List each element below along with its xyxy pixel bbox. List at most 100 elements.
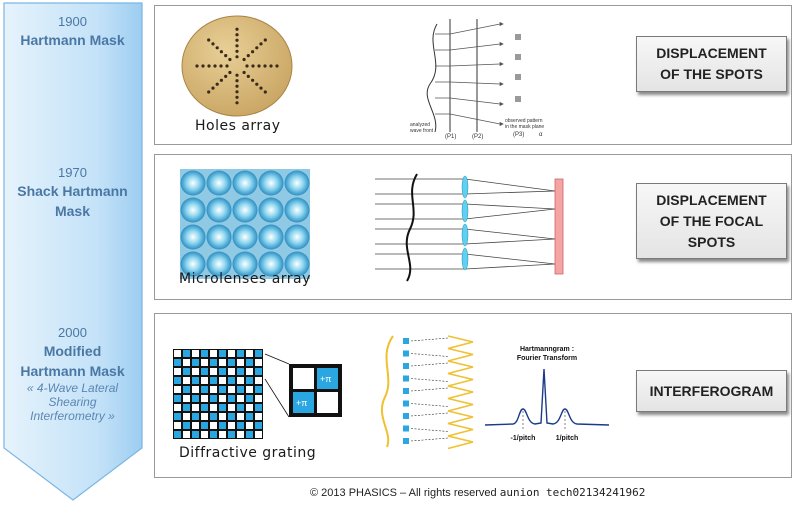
mask-hole (219, 50, 223, 54)
mask-hole (224, 74, 228, 78)
grating-cell (201, 368, 208, 375)
tick-label-right: 1/pitch (556, 435, 579, 442)
watermark-text: aunion tech02134241962 (499, 486, 646, 499)
mask-hole (225, 64, 229, 68)
mask-hole (215, 82, 219, 86)
diffracted-ray (410, 337, 449, 342)
grating-cell (237, 395, 244, 402)
grating-sample (403, 338, 409, 344)
grating-cell (210, 431, 217, 438)
grating-cell (210, 422, 217, 429)
mask-hole (228, 70, 232, 75)
grating-cell (192, 359, 199, 366)
wavefront-label: analyzed (410, 122, 430, 128)
grating-cell (201, 359, 208, 366)
microlens (232, 224, 258, 250)
era-name: Modified (43, 343, 102, 359)
mask-hole (245, 64, 249, 68)
mask-hole (251, 64, 255, 68)
grating-caption: Diffractive grating (179, 445, 317, 461)
light-ray (435, 97, 501, 105)
grating-cell (201, 404, 208, 411)
diffracted-ray (410, 362, 449, 367)
mask-hole (246, 54, 250, 58)
mask-hole (211, 86, 215, 90)
light-ray (435, 63, 501, 67)
grating-cell (183, 422, 190, 429)
mask-hole (211, 42, 215, 46)
grating-cell (192, 350, 199, 357)
grating-cell (219, 377, 226, 384)
grating-cell (192, 368, 199, 375)
diffracted-ray (410, 378, 449, 382)
grating-cell (183, 359, 190, 366)
interferometer-ray-diagram (380, 335, 474, 450)
grating-cell (201, 377, 208, 384)
microlens (232, 170, 258, 196)
mask-hole (263, 64, 267, 68)
lens (461, 175, 469, 199)
phase-label: +π (320, 374, 331, 384)
microlens (180, 251, 206, 277)
grating-cell (201, 431, 208, 438)
grating-cell (183, 404, 190, 411)
grating-cell (228, 422, 235, 429)
grating-cell (183, 431, 190, 438)
footer: © 2013 PHASICS – All rights reserved aun… (310, 486, 645, 499)
grating-cell (255, 386, 262, 393)
grating-cell (174, 377, 181, 384)
grating-cell (201, 350, 208, 357)
holes-array-mask (181, 15, 293, 117)
grating-cell (174, 395, 181, 402)
grating-cell (228, 386, 235, 393)
grating-cell (246, 413, 253, 420)
hartmanngram-label: Fourier Transform (517, 355, 577, 362)
grating-cell (192, 422, 199, 429)
grating-sample (403, 363, 409, 369)
mask-hole (219, 78, 223, 82)
microlens (232, 251, 258, 277)
grating-cell (219, 413, 226, 420)
grating-cell (183, 368, 190, 375)
mask-hole (246, 74, 250, 78)
grating-cell (228, 431, 235, 438)
light-ray (464, 178, 556, 192)
mask-hole (263, 38, 267, 42)
light-ray (435, 81, 501, 85)
grating-cell (210, 395, 217, 402)
microlens (258, 170, 284, 196)
mask-hole (219, 64, 223, 68)
grating-cell (210, 368, 217, 375)
alpha-label: α (539, 132, 543, 138)
microlens (180, 224, 206, 250)
mask-hole (235, 55, 239, 59)
grating-cell (246, 422, 253, 429)
diffracted-ray (410, 353, 449, 357)
grating-cell (210, 350, 217, 357)
grating-cell (183, 350, 190, 357)
era-year: 2000 (58, 325, 87, 340)
diffracted-ray (410, 412, 449, 417)
microlens (284, 224, 310, 250)
mask-hole (269, 64, 273, 68)
microlens (284, 170, 310, 196)
grating-cell (174, 431, 181, 438)
tick-label-left: -1/pitch (511, 435, 536, 442)
grating-cell (192, 386, 199, 393)
microlens (284, 251, 310, 277)
light-ray (464, 208, 556, 220)
holes-array-caption: Holes array (195, 118, 281, 134)
mask-hole (263, 90, 267, 94)
grating-cell (228, 404, 235, 411)
grating-cell (192, 377, 199, 384)
fourier-spectrum-plot: Hartmanngram : Fourier Transform -1/pitc… (484, 346, 610, 442)
grating-cell (210, 377, 217, 384)
mask-hole (224, 54, 228, 58)
grating-cell (237, 413, 244, 420)
grating-cell (246, 359, 253, 366)
era-name: Hartmann Mask (20, 363, 125, 379)
grating-cell (246, 404, 253, 411)
plane-label: (P1) (445, 134, 456, 140)
grating-cell (246, 431, 253, 438)
plane-label: (P3) (513, 132, 524, 138)
